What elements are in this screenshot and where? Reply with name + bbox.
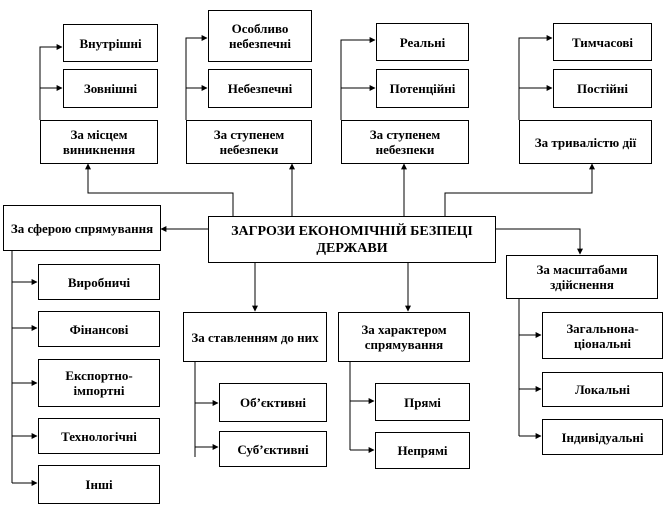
origin-title: За місцем виникнення (40, 120, 158, 164)
reality-title: За ступенем небезпеки (341, 120, 469, 164)
duration-title: За тривалістю дії (519, 120, 652, 164)
sphere-title: За сферою спрямування (3, 205, 161, 251)
scale-item-3: Індивідуальні (542, 419, 663, 455)
reality-item-2: Потенційні (376, 69, 469, 108)
scale-title: За масштабами здійснення (506, 255, 658, 299)
direction-item-2: Непрямі (375, 432, 470, 469)
attitude-title: За ставленням до них (183, 312, 327, 362)
attitude-item-1: Об’єктивні (219, 383, 327, 422)
danger-title: За ступенем небезпеки (186, 120, 312, 164)
center-box: ЗАГРОЗИ ЕКОНОМІЧНІЙ БЕЗПЕЦІ ДЕРЖАВИ (208, 216, 496, 263)
danger-item-2: Небезпечні (208, 69, 312, 108)
direction-title: За характером спрямування (338, 312, 470, 362)
origin-item-1: Внутрішні (63, 24, 158, 62)
danger-item-1: Особливо небезпечні (208, 10, 312, 62)
reality-item-1: Реальні (376, 23, 469, 61)
sphere-item-3: Експортно-імпортні (38, 359, 160, 407)
scale-item-1: Загальнона-ціональні (542, 312, 663, 359)
attitude-item-2: Суб’єктивні (219, 431, 327, 467)
scale-item-2: Локальні (542, 372, 663, 407)
sphere-item-1: Виробничі (38, 264, 160, 300)
sphere-item-5: Інші (38, 465, 160, 504)
sphere-item-2: Фінансові (38, 311, 160, 347)
sphere-item-4: Технологічні (38, 418, 160, 454)
duration-item-2: Постійні (553, 69, 652, 108)
origin-item-2: Зовнішні (63, 69, 158, 108)
duration-item-1: Тимчасові (553, 23, 652, 61)
direction-item-1: Прямі (375, 383, 470, 421)
